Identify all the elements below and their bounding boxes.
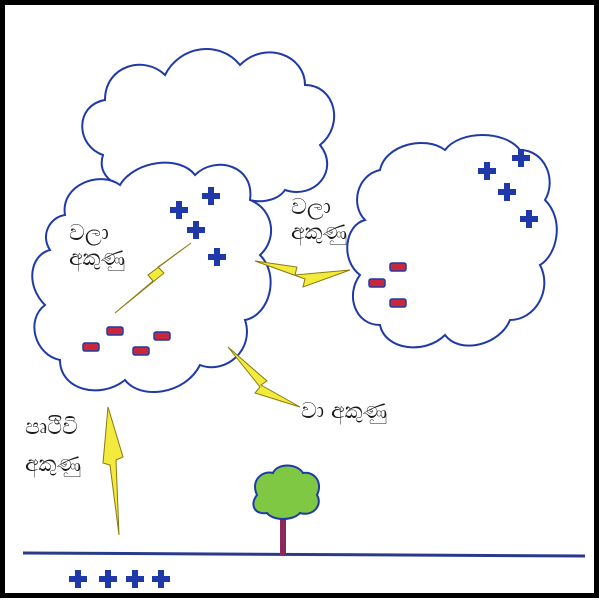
lightning-cloud-to-air (227, 346, 301, 408)
label-cloud-to-cloud: වලා අකුණු (291, 195, 347, 246)
plus-icon (202, 187, 220, 205)
label-cloud-to-cloud-line2: අකුණු (291, 220, 348, 246)
lightning-intra-cloud (114, 242, 192, 314)
plus-icon (170, 201, 188, 219)
label-cloud-to-air: වා අකුණු (301, 399, 388, 424)
minus-icon (106, 326, 124, 336)
lightning-cloud-to-cloud (254, 260, 351, 288)
label-cloud-to-cloud-line1: වලා (291, 195, 331, 220)
plus-icon (498, 183, 516, 201)
diagram-canvas (22, 48, 586, 588)
minus-icon (132, 346, 150, 356)
plus-icon (152, 570, 170, 588)
plus-icon (99, 570, 117, 588)
plus-icon (520, 210, 538, 228)
minus-icon (389, 262, 407, 272)
tree-trunk (280, 507, 286, 555)
label-intra-cloud-line1: වලා (69, 221, 109, 246)
label-cloud-to-ground-line2: අකුණු (25, 452, 82, 478)
tree-canopy (252, 464, 321, 520)
minus-icon (153, 331, 171, 341)
positive-charges-ground (69, 570, 170, 588)
negative-charges-left-cloud (82, 326, 171, 356)
lightning-cloud-to-ground (102, 406, 124, 536)
negative-charges-right-cloud (368, 262, 407, 308)
label-cloud-to-ground: පෘථිවි අකුණු (25, 415, 81, 478)
plus-icon (478, 162, 496, 180)
plus-icon (126, 570, 144, 588)
minus-icon (389, 298, 407, 308)
label-cloud-to-ground-line1: පෘථිවි (25, 415, 78, 440)
minus-icon (82, 342, 100, 352)
label-intra-cloud: වලා අකුණු (69, 221, 125, 272)
plus-icon (208, 248, 226, 266)
cloud-right (346, 134, 558, 349)
plus-icon (512, 149, 530, 167)
plus-icon (69, 570, 87, 588)
minus-icon (368, 278, 386, 288)
plus-icon (187, 221, 205, 239)
label-intra-cloud-line2: අකුණු (69, 246, 126, 272)
ground-line (22, 551, 586, 558)
positive-charges-right-cloud (478, 149, 538, 228)
positive-charges-left-cloud (170, 187, 226, 266)
